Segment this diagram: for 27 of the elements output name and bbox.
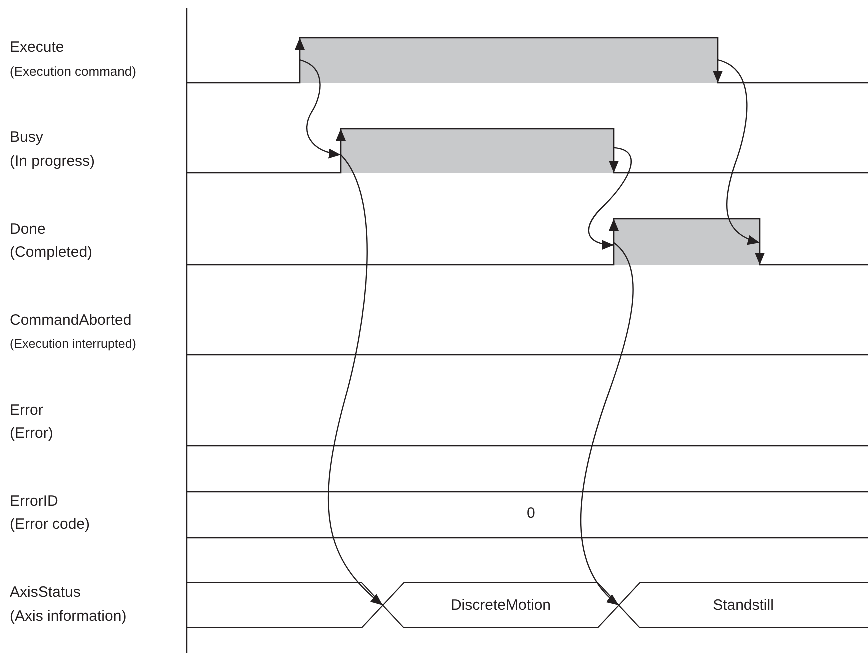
state-segment xyxy=(619,583,868,628)
signal-description: (Execution command) xyxy=(10,64,136,80)
signal-name: ErrorID xyxy=(10,494,58,510)
arrow xyxy=(328,154,384,606)
state-name: DiscreteMotion xyxy=(450,597,552,614)
signal-description: (Error) xyxy=(10,426,54,442)
arrow xyxy=(588,147,632,250)
signal-description: (Axis information) xyxy=(10,608,127,626)
signal-name: CommandAborted xyxy=(10,312,132,330)
signal-description: (Execution interrupted) xyxy=(10,338,136,352)
signal-name: Busy xyxy=(10,130,44,146)
signal-name: AxisStatus xyxy=(10,584,81,602)
state-segment xyxy=(383,583,619,628)
arrow xyxy=(580,242,634,606)
value-label: 0 xyxy=(527,506,536,522)
arrow xyxy=(718,59,760,244)
active-pulse xyxy=(300,38,718,83)
arrow xyxy=(300,59,342,158)
signal-description: (In progress) xyxy=(10,154,96,170)
signal-name: Execute xyxy=(10,40,64,56)
active-pulse xyxy=(341,129,614,173)
signal-name: Done xyxy=(10,222,46,238)
state-name: Standstill xyxy=(713,597,774,614)
signal-description: (Error code) xyxy=(10,516,90,534)
signal-description: (Completed) xyxy=(10,244,93,262)
signal-name: Error xyxy=(10,402,44,420)
active-pulse xyxy=(614,219,760,265)
